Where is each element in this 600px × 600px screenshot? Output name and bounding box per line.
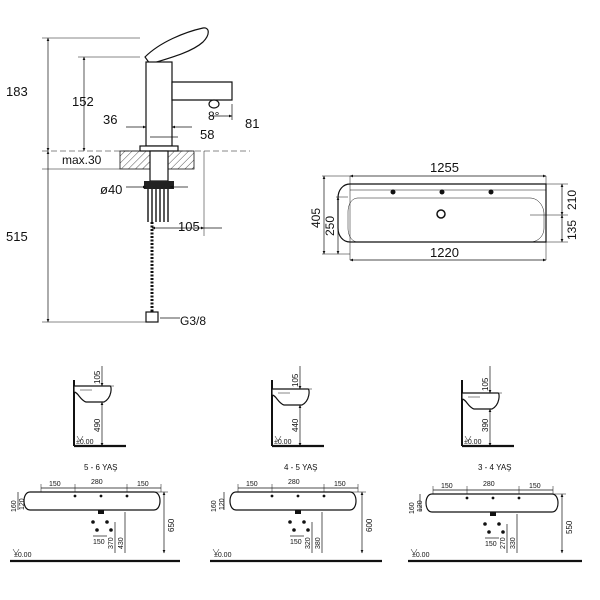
tap-holes [390, 189, 494, 195]
faucet-handle [144, 27, 209, 65]
dim-150: 150 [485, 541, 497, 548]
dim-58: 58 [200, 127, 214, 142]
basin-profile [461, 392, 500, 410]
dim-81: 81 [245, 116, 259, 131]
dim-36: 36 [103, 112, 117, 127]
dim-160: 160 [211, 500, 218, 512]
spacing-right: 150 [334, 481, 346, 488]
basin-profile [271, 388, 310, 406]
age-caption: 3 - 4 YAŞ [478, 463, 512, 472]
drain [98, 510, 104, 514]
side-view-1: 105 490 ±0.00 5 - 6 YAŞ [73, 366, 126, 472]
dim-150: 150 [290, 539, 302, 546]
dim-total: 550 [565, 520, 574, 534]
drain [490, 512, 496, 516]
countertop-section-right [167, 150, 195, 170]
floor-level: ±0.00 [214, 552, 232, 559]
faucet-base [139, 145, 179, 152]
faucet-spout [171, 81, 233, 101]
faucet-aerator [208, 99, 220, 109]
spacing-center: 280 [288, 479, 300, 486]
basin-front [23, 491, 161, 511]
faucet-mount-nut [144, 181, 174, 189]
dim-max30: max.30 [62, 153, 102, 167]
dim-183: 183 [6, 84, 28, 99]
dim-valve: 370 [108, 537, 115, 549]
dim-160: 160 [409, 502, 416, 514]
spacing-right: 150 [137, 481, 149, 488]
dim-150: 150 [93, 539, 105, 546]
dim-height: 390 [481, 418, 490, 432]
drain [295, 510, 301, 514]
spacing-right: 150 [529, 483, 541, 490]
side-views: 105 490 ±0.00 5 - 6 YAŞ 105 440 ±0.00 4 - 5 YAŞ… [73, 366, 514, 472]
dim-120: 120 [417, 500, 424, 512]
dim-120: 120 [219, 498, 226, 510]
spacing-left: 150 [441, 483, 453, 490]
dim-1220: 1220 [430, 245, 459, 260]
dim-135: 135 [565, 220, 579, 240]
dim-drain: 430 [118, 537, 125, 549]
supply-tails [147, 189, 169, 222]
dim-height: 490 [93, 418, 102, 432]
dim-drain: 380 [315, 537, 322, 549]
basin-drain [436, 209, 446, 219]
countertop-section-left [119, 150, 151, 170]
dim-height: 440 [291, 418, 300, 432]
dim-dia40: ø40 [100, 182, 122, 197]
thread-size: G3/8 [180, 314, 206, 328]
dim-120: 120 [19, 498, 26, 510]
dim-total: 650 [167, 518, 176, 532]
dim-250: 250 [323, 216, 337, 236]
faucet-drawing: 183 152 36 58 81 8° max.30 ø40 105 515 G… [6, 27, 259, 328]
basin-front [425, 493, 559, 513]
hose-nut [145, 311, 159, 323]
dim-160: 160 [11, 500, 18, 512]
age-caption: 5 - 6 YAŞ [84, 463, 118, 472]
spacing-center: 280 [483, 481, 495, 488]
side-view-2: 105 440 ±0.00 4 - 5 YAŞ [271, 366, 324, 472]
floor-level: ±0.00 [274, 439, 292, 446]
faucet-shank [149, 150, 169, 182]
dim-drain: 330 [510, 537, 517, 549]
basin-plan: 1255 1220 405 250 210 135 [309, 160, 579, 262]
side-view-3: 105 390 ±0.00 3 - 4 YAŞ [461, 366, 514, 472]
dim-valve: 270 [500, 537, 507, 549]
basin-front [229, 491, 357, 511]
age-caption: 4 - 5 YAŞ [284, 463, 318, 472]
floor-level: ±0.00 [464, 439, 482, 446]
dim-valve: 320 [305, 537, 312, 549]
dim-405: 405 [309, 208, 323, 228]
dim-top: 105 [291, 373, 300, 387]
dim-top: 105 [481, 377, 490, 391]
faucet-body [145, 61, 173, 147]
dim-top: 105 [93, 370, 102, 384]
dim-1255: 1255 [430, 160, 459, 175]
dim-8deg: 8° [208, 109, 220, 123]
floor-level: ±0.00 [412, 552, 430, 559]
floor-level: ±0.00 [14, 552, 32, 559]
spacing-center: 280 [91, 479, 103, 486]
dim-total: 600 [365, 518, 374, 532]
spacing-left: 150 [49, 481, 61, 488]
dim-105: 105 [178, 219, 200, 234]
dim-152: 152 [72, 94, 94, 109]
floor-level: ±0.00 [76, 439, 94, 446]
dim-210: 210 [565, 190, 579, 210]
basin-profile [73, 385, 112, 403]
dim-515: 515 [6, 229, 28, 244]
spacing-left: 150 [246, 481, 258, 488]
